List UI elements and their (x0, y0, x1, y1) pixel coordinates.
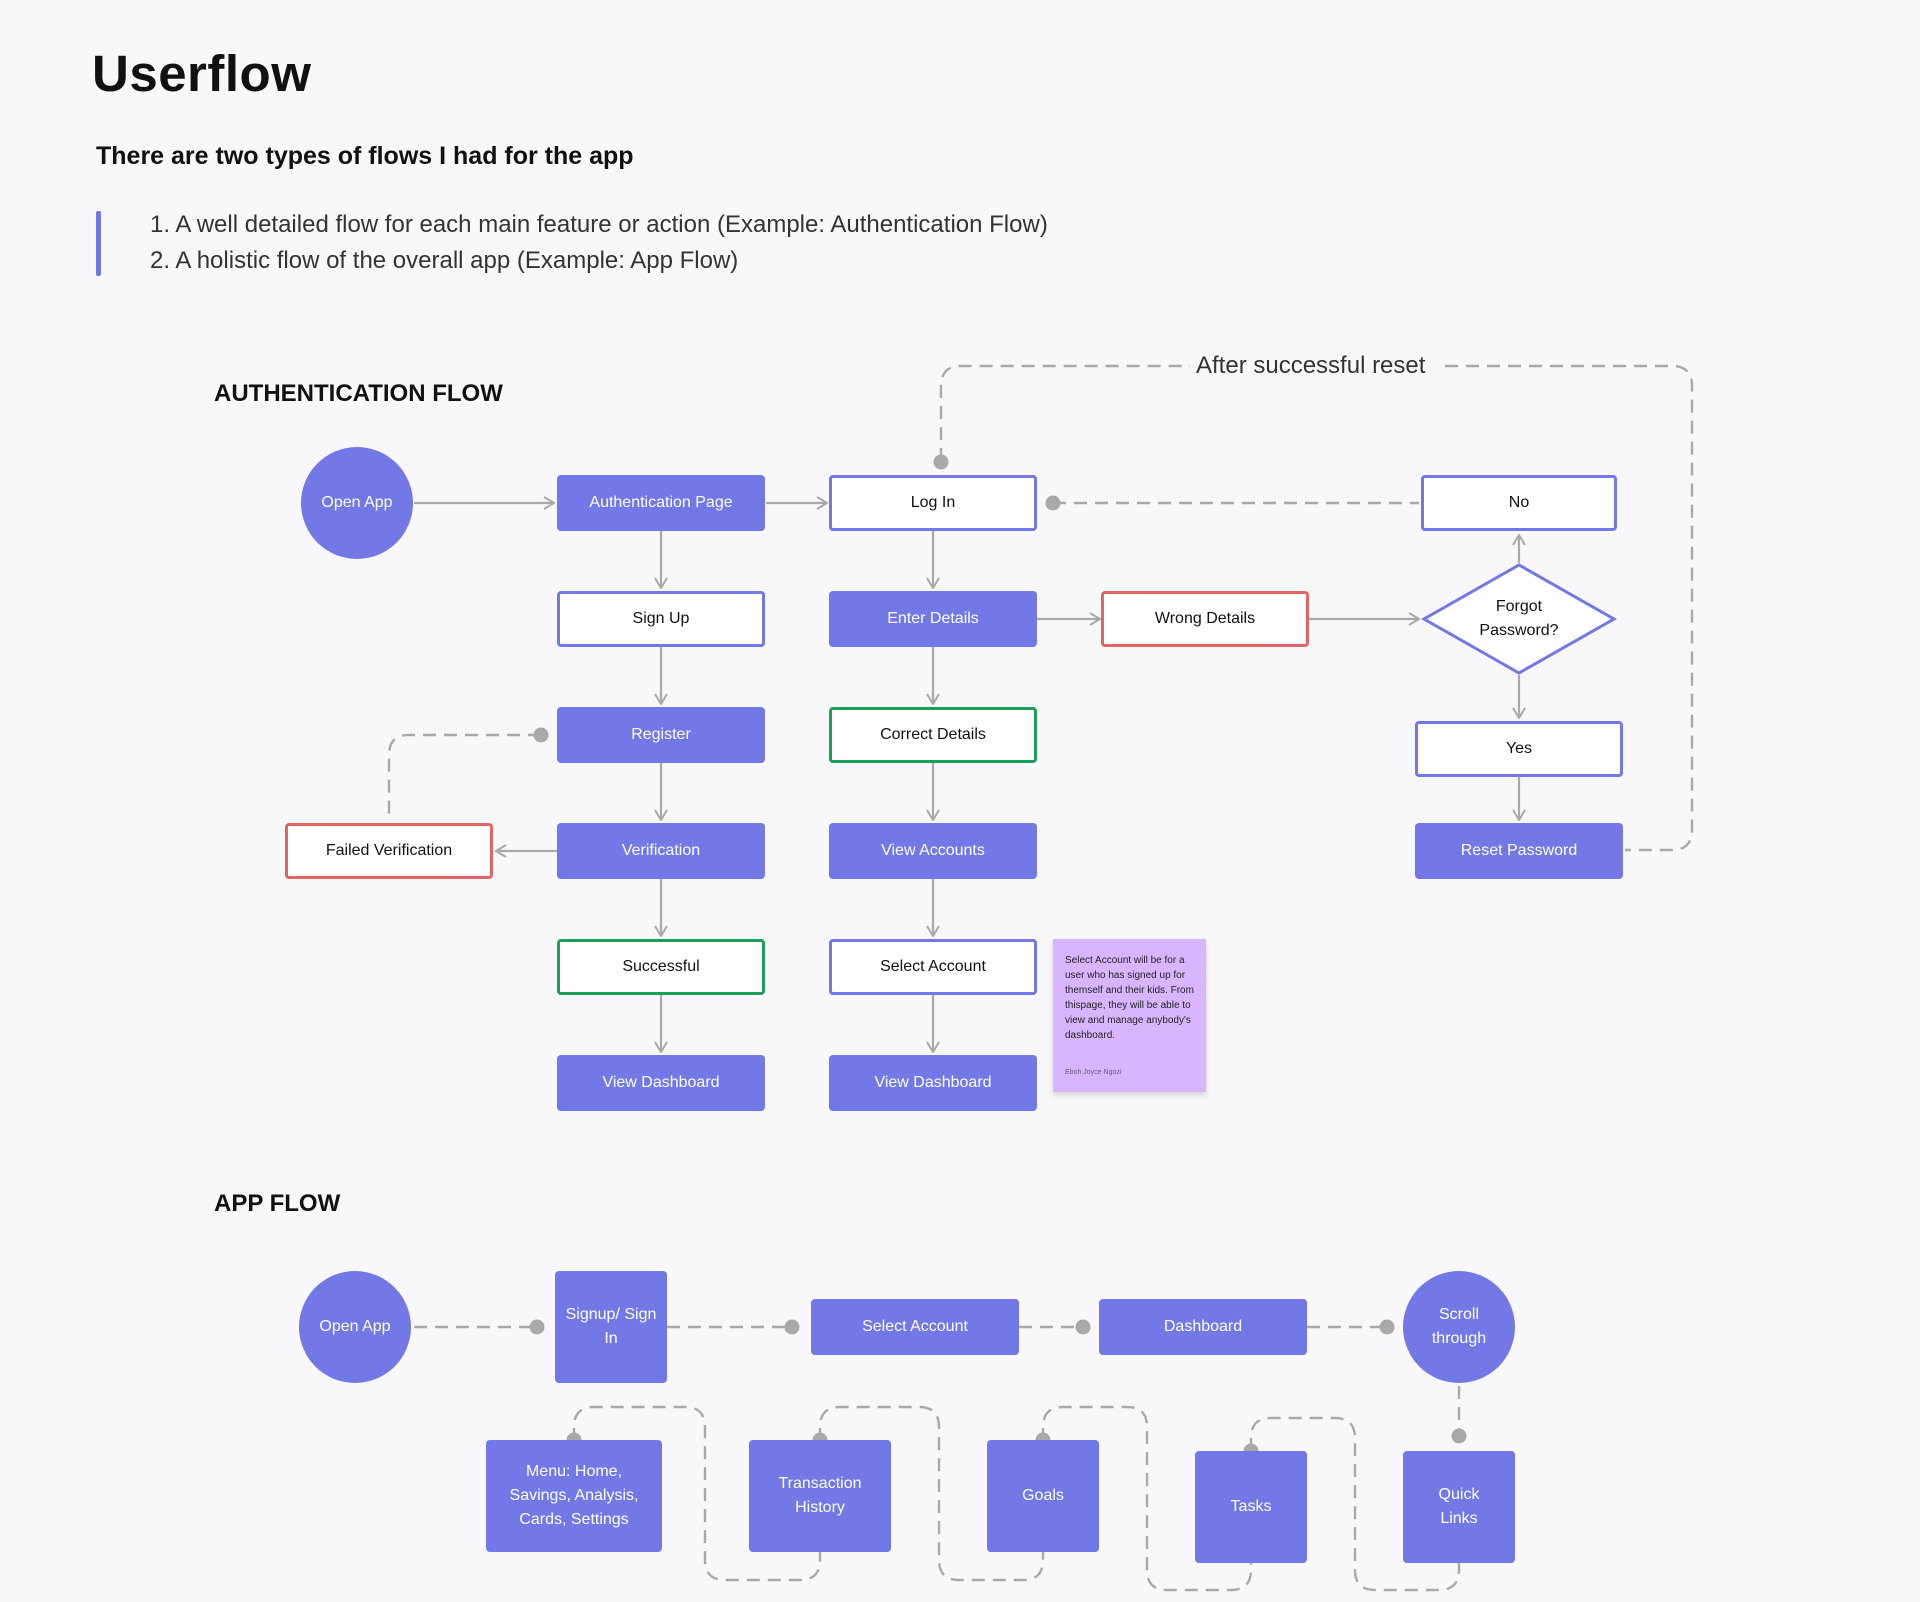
tasks-node[interactable]: Tasks (1195, 1451, 1307, 1563)
sticky-note-author: Eboh Joyce Ngozi (1065, 1069, 1122, 1076)
transaction-history-node[interactable]: Transaction History (749, 1440, 891, 1552)
flow-type-item: 1. A well detailed flow for each main fe… (150, 211, 1048, 238)
forgot-password-label[interactable]: Forgot Password? (1479, 598, 1559, 639)
page-subtitle: There are two types of flows I had for t… (96, 142, 634, 170)
dashboard-node[interactable]: Dashboard (1099, 1299, 1307, 1355)
failed-verification-node[interactable]: Failed Verification (285, 823, 493, 879)
auth-page-node[interactable]: Authentication Page (557, 475, 765, 531)
sticky-note: Select Account will be for a user who ha… (1053, 939, 1206, 1092)
auth-open-app-node[interactable]: Open App (301, 447, 413, 559)
flow-types-list: 1. A well detailed flow for each main fe… (150, 207, 1048, 279)
select-account-node[interactable]: Select Account (829, 939, 1037, 995)
sign-up-node[interactable]: Sign Up (557, 591, 765, 647)
quote-bar (96, 211, 101, 276)
correct-details-node[interactable]: Correct Details (829, 707, 1037, 763)
wrong-details-node[interactable]: Wrong Details (1101, 591, 1309, 647)
reset-loop-label: After successful reset (1190, 352, 1432, 380)
app-open-app-node[interactable]: Open App (299, 1271, 411, 1383)
scroll-through-node[interactable]: Scroll through (1403, 1271, 1515, 1383)
verification-node[interactable]: Verification (557, 823, 765, 879)
sticky-note-text: Select Account will be for a user who ha… (1065, 955, 1194, 1041)
view-dashboard-right-node[interactable]: View Dashboard (829, 1055, 1037, 1111)
no-node[interactable]: No (1421, 475, 1617, 531)
solid-arrows (414, 503, 1519, 1052)
goals-node[interactable]: Goals (987, 1440, 1099, 1552)
menu-node[interactable]: Menu: Home, Savings, Analysis, Cards, Se… (486, 1440, 662, 1552)
quick-links-node[interactable]: Quick Links (1403, 1451, 1515, 1563)
app-flow-heading: APP FLOW (214, 1190, 341, 1217)
page-title: Userflow (92, 45, 312, 102)
log-in-node[interactable]: Log In (829, 475, 1037, 531)
view-accounts-node[interactable]: View Accounts (829, 823, 1037, 879)
app-select-account-node[interactable]: Select Account (811, 1299, 1019, 1355)
auth-flow-heading: AUTHENTICATION FLOW (214, 380, 503, 407)
dashed-connectors (387, 364, 1694, 1592)
flow-type-item: 2. A holistic flow of the overall app (E… (150, 247, 739, 274)
successful-node[interactable]: Successful (557, 939, 765, 995)
forgot-password-diamond (1420, 563, 1618, 675)
yes-node[interactable]: Yes (1415, 721, 1623, 777)
reset-password-node[interactable]: Reset Password (1415, 823, 1623, 879)
register-node[interactable]: Register (557, 707, 765, 763)
enter-details-node[interactable]: Enter Details (829, 591, 1037, 647)
signup-signin-node[interactable]: Signup/ Sign In (555, 1271, 667, 1383)
view-dashboard-left-node[interactable]: View Dashboard (557, 1055, 765, 1111)
